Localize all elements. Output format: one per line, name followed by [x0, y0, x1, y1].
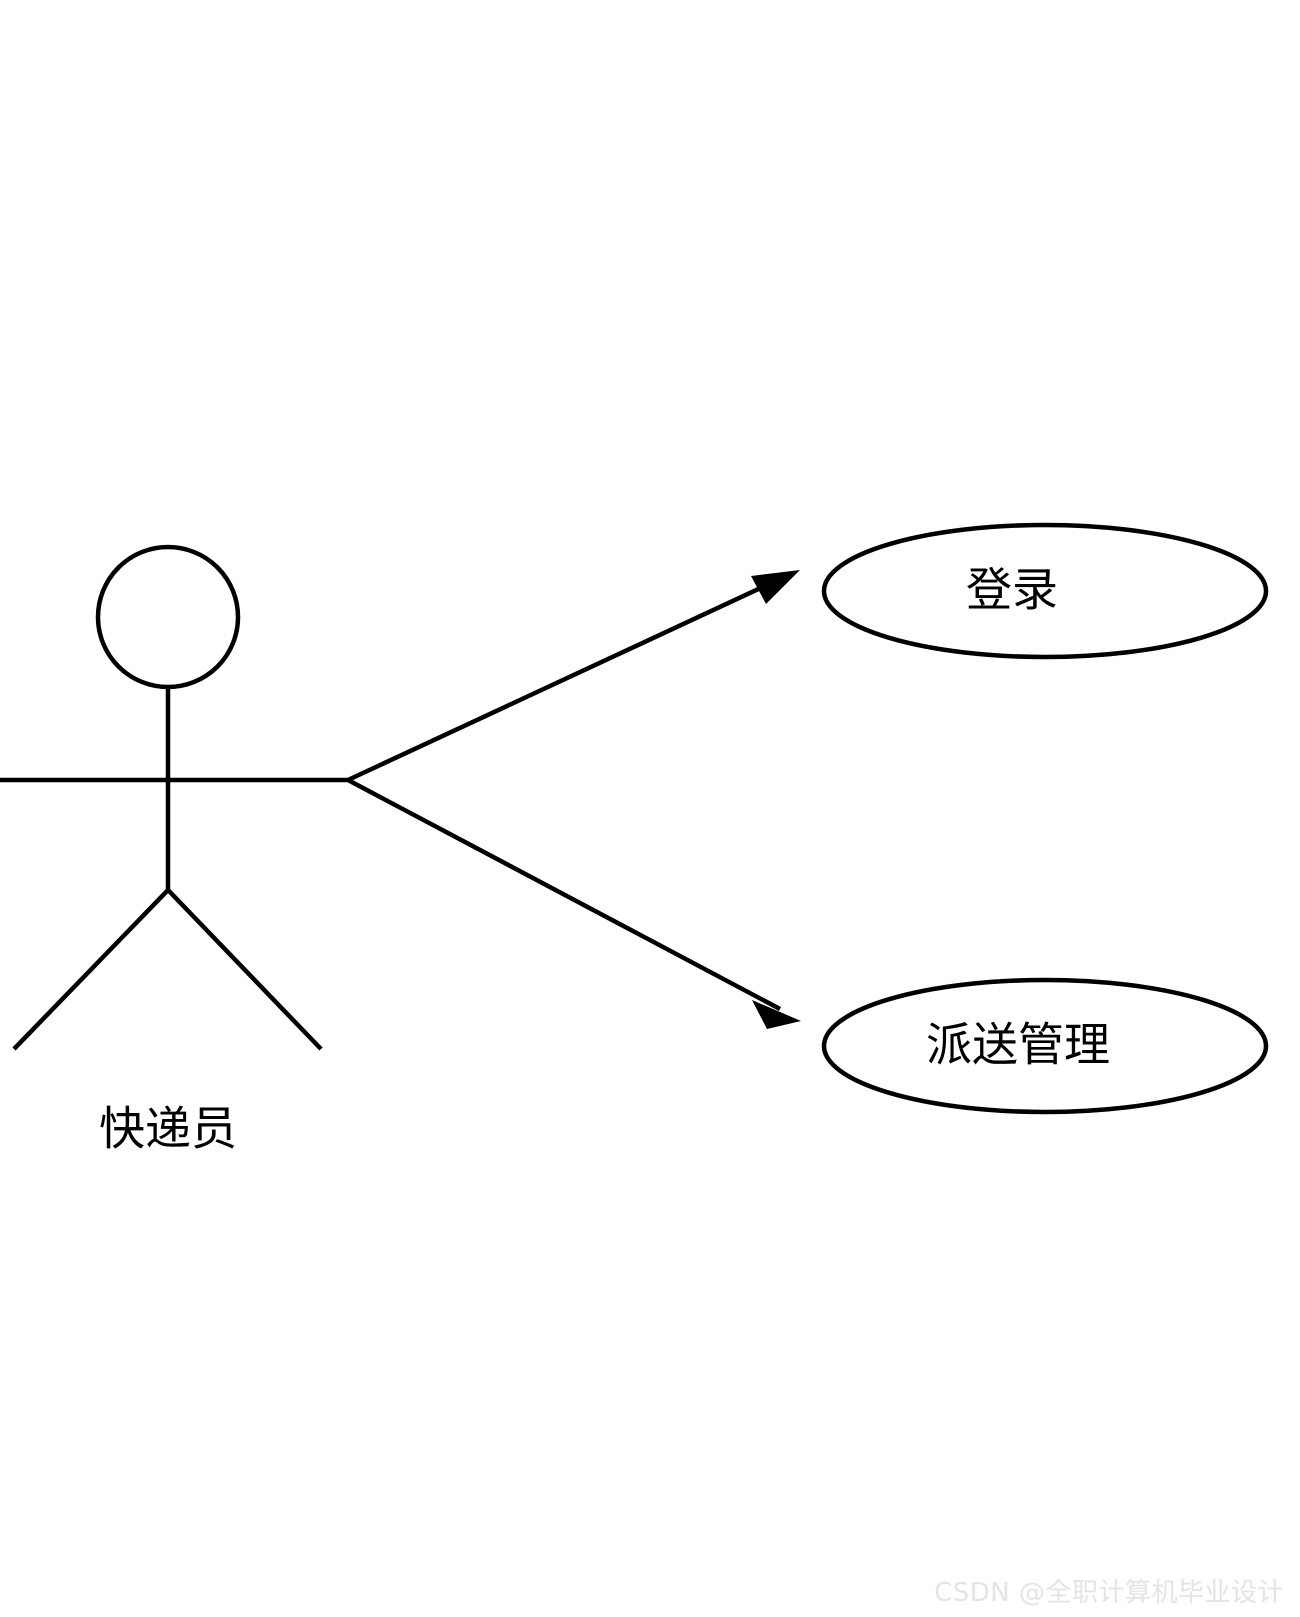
- use-case-label-delivery: 派送管理: [926, 1018, 1110, 1072]
- use-case-login[interactable]: 登录: [821, 522, 1269, 660]
- use-case-ellipse-delivery: [821, 977, 1269, 1115]
- association-line-login: [347, 576, 781, 783]
- actor-courier[interactable]: 快递员: [0, 544, 350, 1156]
- use-case-ellipse-login: [821, 522, 1269, 660]
- association-courier-to-delivery-management[interactable]: [346, 778, 801, 1029]
- association-courier-to-login[interactable]: [347, 570, 800, 783]
- association-line-delivery: [346, 778, 782, 1011]
- actor-left-leg-line: [12, 888, 170, 1051]
- arrowhead-icon-login: [751, 570, 800, 604]
- use-case-label-login: 登录: [966, 563, 1058, 617]
- actor-label-courier: 快递员: [99, 1102, 237, 1156]
- arrowhead-icon-delivery: [752, 1000, 801, 1029]
- use-case-delivery-management[interactable]: 派送管理: [821, 977, 1269, 1115]
- actor-head-icon: [95, 544, 241, 690]
- csdn-watermark: CSDN @全职计算机毕业设计: [934, 1578, 1284, 1608]
- actor-right-leg-line: [166, 888, 323, 1051]
